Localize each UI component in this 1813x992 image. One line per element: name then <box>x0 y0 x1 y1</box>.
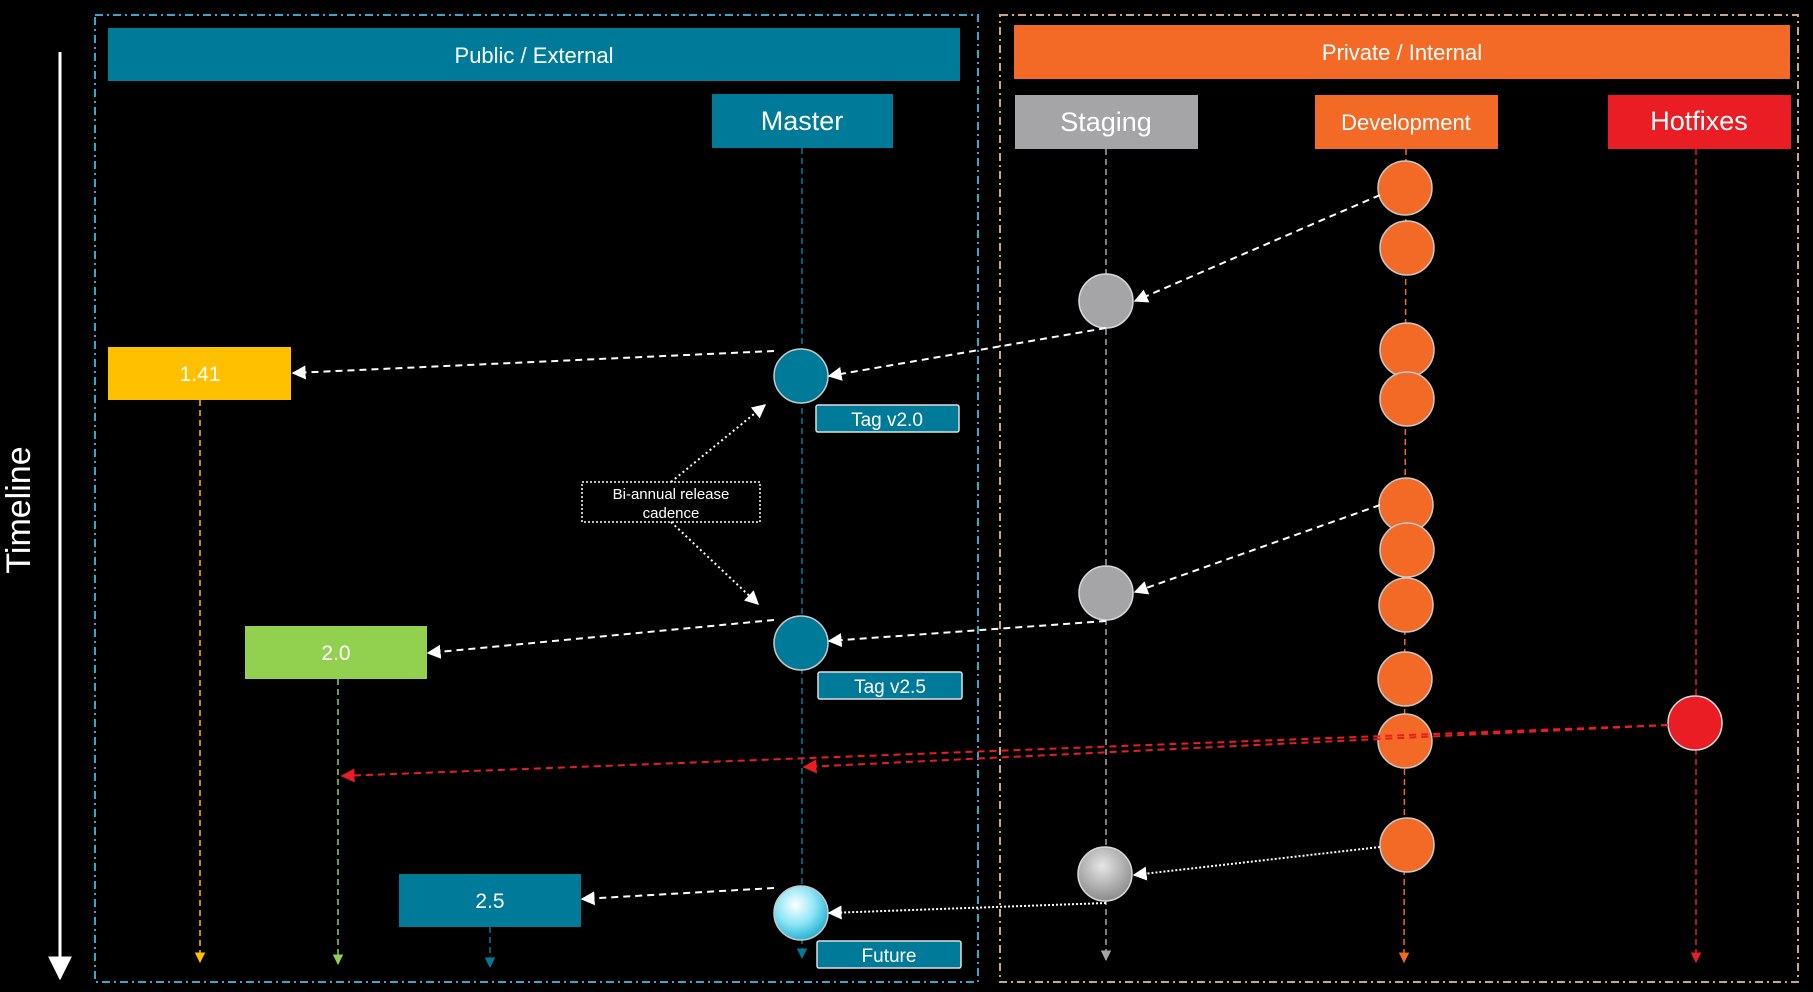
tag-v2-0 <box>815 404 960 433</box>
private-panel-border <box>999 14 1799 983</box>
cadence-pointer-up <box>670 404 767 483</box>
tag-future-label: Future <box>862 946 917 967</box>
hotfixes-branch-label: Hotfixes <box>1650 106 1748 136</box>
master-branch-header <box>712 94 893 148</box>
master-branch-label: Master <box>761 106 844 136</box>
cadence-annotation-line1: Bi-annual release <box>613 486 730 503</box>
tag-future <box>816 940 962 969</box>
hotfix-commit <box>1667 695 1723 751</box>
staging-to-master-arrow <box>827 327 1107 381</box>
cadence-annotation-line2: cadence <box>643 505 700 522</box>
staging-commit <box>1078 565 1134 621</box>
development-commits <box>1377 160 1435 873</box>
master-to-release-2-5-arrow <box>580 887 775 906</box>
release-2-0-box <box>245 626 427 679</box>
dev-to-staging-dotted-arrow <box>1132 846 1381 881</box>
staging-commit <box>1077 846 1133 902</box>
public-panel-header <box>108 28 960 81</box>
cadence-pointer-down <box>670 521 760 605</box>
dev-to-staging-arrow <box>1133 194 1381 303</box>
dev-commit <box>1377 651 1433 707</box>
master-commit <box>773 348 829 404</box>
cadence-pointers <box>670 404 767 605</box>
release-1-41-box <box>108 347 291 400</box>
release-2-5-box <box>399 874 581 927</box>
hotfix-arrows <box>340 724 1669 783</box>
public-panel-title: Public / External <box>455 43 614 68</box>
release-2-5-label: 2.5 <box>475 890 504 913</box>
dev-commit <box>1379 322 1435 378</box>
staging-commit <box>1078 273 1134 329</box>
master-to-release-2-0-arrow <box>426 619 775 659</box>
tag-v2-5-label: Tag v2.5 <box>854 677 926 698</box>
master-to-release-1-41-arrow <box>291 350 775 380</box>
hotfixes-branch-header <box>1608 95 1791 149</box>
staging-to-master-arrow <box>827 620 1107 648</box>
development-branch-header <box>1315 95 1498 149</box>
dev-commit <box>1379 817 1435 873</box>
timeline-label: Timeline <box>0 446 38 573</box>
release-2-0-label: 2.0 <box>321 642 350 665</box>
staging-branch-header <box>1015 95 1198 149</box>
private-panel-header <box>1014 25 1790 79</box>
master-commit <box>773 615 829 671</box>
hotfix-to-master-arrow <box>802 724 1669 774</box>
dev-commit <box>1379 371 1435 427</box>
private-panel-title: Private / Internal <box>1322 40 1482 65</box>
future-master-commit <box>773 885 829 941</box>
merge-arrows <box>291 194 1381 906</box>
dev-commit <box>1377 160 1433 216</box>
staging-branch-label: Staging <box>1060 107 1152 137</box>
development-branch-label: Development <box>1341 110 1471 135</box>
development-branch-line <box>1398 148 1410 964</box>
dev-commit <box>1378 577 1434 633</box>
release-1-41-label: 1.41 <box>180 363 221 386</box>
public-panel-border <box>94 14 979 983</box>
dev-commit <box>1379 220 1435 276</box>
tag-v2-5 <box>817 671 963 700</box>
tag-v2-0-label: Tag v2.0 <box>851 410 923 431</box>
staging-to-future-dotted-arrow <box>827 902 1107 920</box>
dev-to-staging-arrow <box>1133 504 1381 595</box>
dotted-arrows <box>827 846 1381 920</box>
dev-commit <box>1379 522 1435 578</box>
dev-commit <box>1377 713 1433 769</box>
hotfix-to-release-2-0-arrow <box>340 724 1669 783</box>
